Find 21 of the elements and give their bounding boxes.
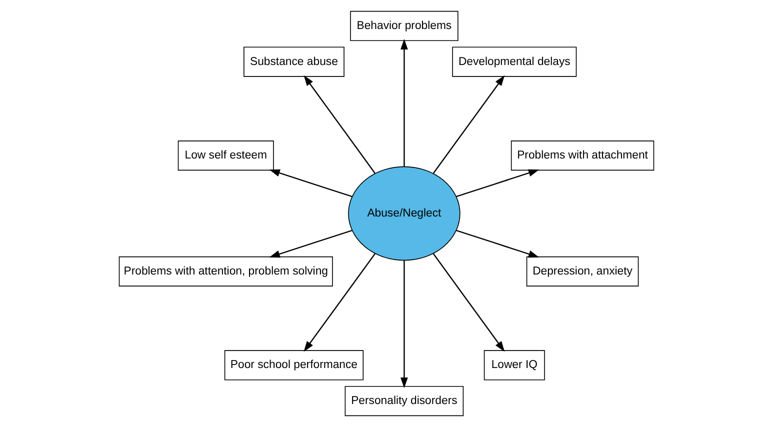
node-ellipse: Abuse/Neglect <box>348 166 460 261</box>
node-box: Developmental delays <box>452 46 576 77</box>
node-box: Problems with attention, problem solving <box>118 256 332 286</box>
arrow <box>432 253 504 352</box>
arrow <box>400 38 408 167</box>
arrow <box>268 169 352 198</box>
node-box: Problems with attachment <box>510 140 654 171</box>
arrow <box>400 260 408 388</box>
arrow <box>303 253 375 352</box>
node-box: Behavior problems <box>350 10 458 42</box>
arrow <box>268 230 352 258</box>
node-box: Poor school performance <box>224 350 364 380</box>
node-box: Personality disorders <box>344 386 464 416</box>
node-box: Low self esteem <box>177 140 274 171</box>
arrow <box>303 75 375 174</box>
node-box: Depression, anxiety <box>526 256 638 286</box>
arrow <box>456 230 539 258</box>
node-box: Substance abuse <box>243 46 344 77</box>
node-box: Lower IQ <box>483 350 544 380</box>
arrow <box>432 75 504 174</box>
arrow <box>456 169 539 198</box>
